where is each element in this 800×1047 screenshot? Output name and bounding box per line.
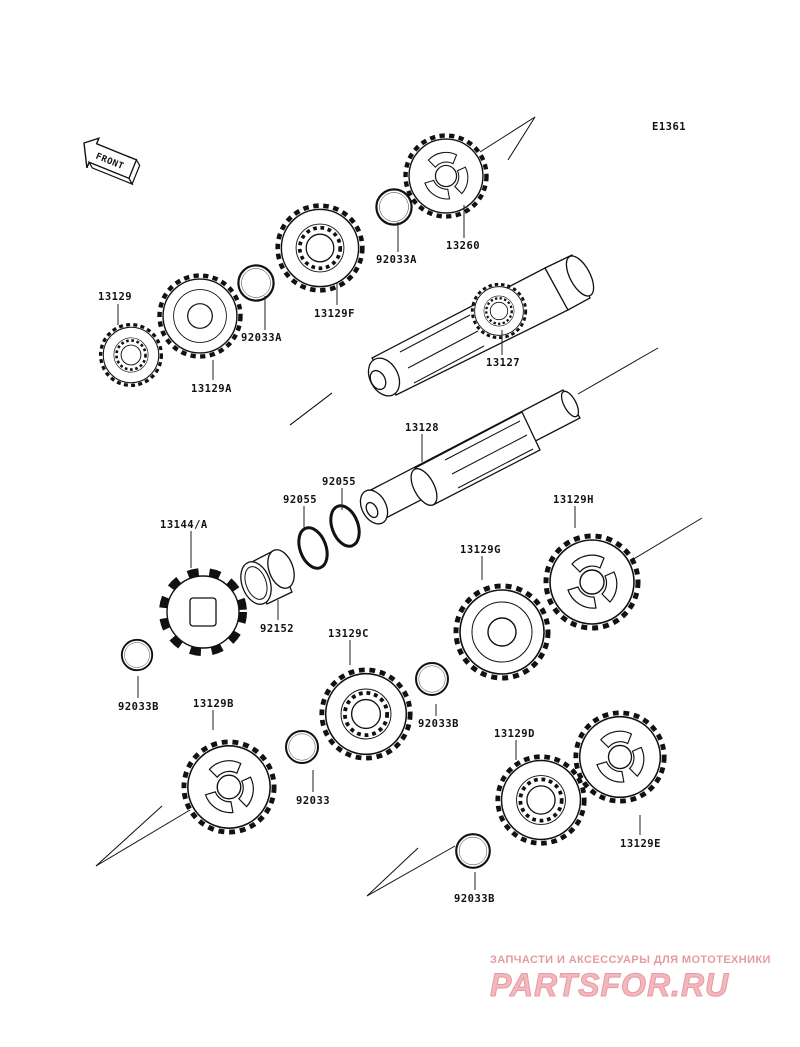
label-92152: 92152 [260, 623, 294, 635]
label-92033b-bottom: 92033B [454, 893, 495, 905]
label-13129a: 13129A [191, 383, 232, 395]
axis-line-upper-right [479, 116, 536, 153]
circlip-92033a-mid [237, 264, 275, 302]
label-92033a-mid: 92033A [241, 332, 282, 344]
gear-13129h [546, 536, 638, 628]
label-13144a: 13144/A [160, 519, 208, 531]
label-13129d: 13129D [494, 728, 535, 740]
gear-13129f [278, 206, 363, 291]
label-13127: 13127 [486, 357, 520, 369]
front-arrow-icon: FRONT [83, 137, 141, 186]
label-13128: 13128 [405, 422, 439, 434]
shaft-13128 [359, 389, 581, 525]
axis-line-upper-right-tick [507, 116, 536, 161]
gear-13260 [406, 136, 487, 217]
circlip-92033b-mid [414, 661, 450, 697]
label-92033b-mid: 92033B [418, 718, 459, 730]
watermark-logo: PARTSFOR.RU [490, 967, 729, 1003]
gear-13129b [184, 742, 274, 832]
label-92033b-left: 92033B [118, 701, 159, 713]
gear-13129d [498, 757, 584, 843]
label-92055-right: 92055 [322, 476, 356, 488]
axis-line-lower-left [95, 809, 191, 867]
gear-13129 [98, 322, 164, 388]
shaft-13127 [367, 254, 595, 397]
circlip-92033a-top [375, 188, 413, 226]
label-13129: 13129 [98, 291, 132, 303]
o-ring-92055-left [297, 526, 329, 570]
axis-line-lower-shaft [577, 347, 659, 395]
label-13129g: 13129G [460, 544, 501, 556]
label-13129c: 13129C [328, 628, 369, 640]
label-13129h: 13129H [553, 494, 594, 506]
circlip-92033b-left [120, 638, 154, 672]
label-13129e: 13129E [620, 838, 661, 850]
label-92055-left: 92055 [283, 494, 317, 506]
label-13129f: 13129F [314, 308, 355, 320]
gear-13129c [322, 670, 410, 758]
gear-13129a [160, 276, 241, 357]
sprocket-13144a [159, 568, 247, 656]
label-13129b: 13129B [193, 698, 234, 710]
collar-92152 [240, 549, 295, 605]
axis-line-bottom [366, 845, 456, 897]
label-13260: 13260 [446, 240, 480, 252]
watermark-tagline: ЗАПЧАСТИ И АКСЕССУАРЫ ДЛЯ МОТОТЕХНИКИ [490, 954, 771, 966]
gear-13129e [576, 713, 664, 801]
circlip-92033b-bottom [454, 832, 492, 870]
axis-line-13129h [631, 517, 703, 561]
o-ring-92055-right [329, 504, 361, 548]
label-92033a-top: 92033A [376, 254, 417, 266]
diagram-code: E1361 [652, 121, 686, 133]
label-92033: 92033 [296, 795, 330, 807]
gear-13129g [456, 586, 548, 678]
circlip-92033 [284, 729, 320, 765]
